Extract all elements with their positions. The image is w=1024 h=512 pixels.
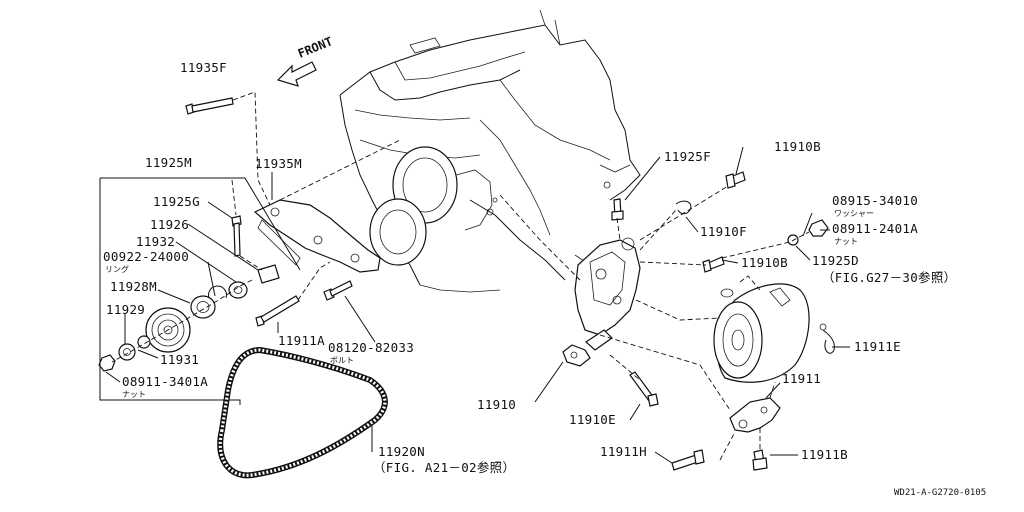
label-11911H: 11911H bbox=[600, 444, 647, 459]
label-08911-2401A: 08911-2401A bbox=[832, 221, 918, 236]
label-fig-a21-ref: （FIG. A21－02参照） bbox=[373, 460, 515, 475]
label-fig-g27-ref: （FIG.G27－30参照） bbox=[822, 270, 956, 285]
label-11925D: 11925D bbox=[812, 253, 859, 268]
label-11910B-top: 11910B bbox=[774, 139, 821, 154]
label-11935M: 11935M bbox=[255, 156, 302, 171]
drive-belt bbox=[217, 346, 388, 479]
label-11910F: 11910F bbox=[700, 224, 747, 239]
label-11925G: 11925G bbox=[153, 194, 200, 209]
label-11928M: 11928M bbox=[110, 279, 157, 294]
label-11910E: 11910E bbox=[569, 412, 616, 427]
label-08120-82033: 08120-82033 bbox=[328, 340, 414, 355]
label-11935F: 11935F bbox=[180, 60, 227, 75]
label-nut-note-right: ナット bbox=[834, 237, 858, 246]
label-11910B-mid: 11910B bbox=[741, 255, 788, 270]
part-labels: 11935F 11925M 11935M 11925G 11926 11932 … bbox=[103, 60, 986, 498]
label-11929: 11929 bbox=[106, 302, 145, 317]
label-11926: 11926 bbox=[150, 217, 189, 232]
label-08915-34010: 08915-34010 bbox=[832, 193, 918, 208]
label-11925M: 11925M bbox=[145, 155, 192, 170]
label-11920N: 11920N bbox=[378, 444, 425, 459]
label-ring-note: リング bbox=[105, 264, 129, 274]
idler-bracket-assembly bbox=[98, 97, 381, 372]
assembly-lines bbox=[111, 91, 810, 461]
compressor-bracket-assembly bbox=[562, 171, 835, 471]
label-08911-3401A: 08911-3401A bbox=[122, 374, 208, 389]
group-bracket-line bbox=[100, 177, 301, 271]
label-11911A: 11911A bbox=[278, 333, 325, 348]
label-nut-note-left: ナット bbox=[122, 390, 146, 399]
drawing-code: WD21-A-G2720-0105 bbox=[894, 488, 986, 498]
label-11931: 11931 bbox=[160, 352, 199, 367]
front-direction-indicator: FRONT bbox=[276, 34, 335, 87]
label-11911E: 11911E bbox=[854, 339, 901, 354]
label-00922-24000: 00922-24000 bbox=[103, 249, 189, 264]
engine-block bbox=[339, 9, 641, 293]
label-11910: 11910 bbox=[477, 397, 516, 412]
label-11911B: 11911B bbox=[801, 447, 848, 462]
label-11932: 11932 bbox=[136, 234, 175, 249]
label-bolt-note: ボルト bbox=[330, 356, 354, 365]
label-11911: 11911 bbox=[782, 371, 821, 386]
leader-lines bbox=[105, 146, 850, 464]
label-11925F: 11925F bbox=[664, 149, 711, 164]
label-washer-note: ワッシャー bbox=[834, 209, 874, 218]
front-label: FRONT bbox=[296, 34, 335, 61]
